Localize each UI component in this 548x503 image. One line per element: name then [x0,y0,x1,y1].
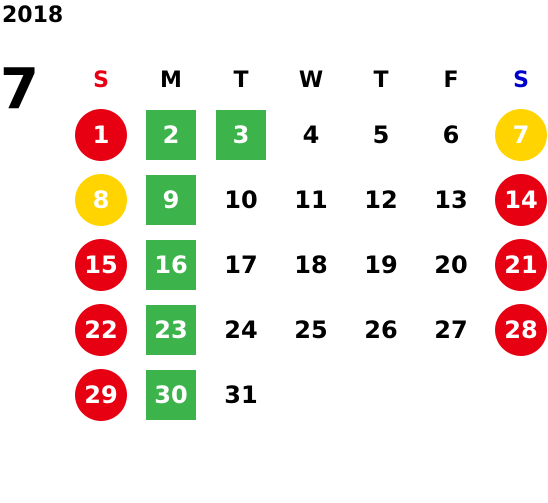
weekday-cell-sunday: S [66,60,136,102]
day-number: 29 [75,368,127,421]
day-cell[interactable]: 29 [66,362,136,427]
day-cell[interactable]: 24 [206,297,276,362]
day-number: 14 [495,173,547,226]
day-cell[interactable]: 9 [136,167,206,232]
weekday-label-sunday: S [93,68,109,93]
day-cell[interactable]: 14 [486,167,548,232]
weekday-label-monday: M [160,68,182,93]
day-cell[interactable]: 2 [136,102,206,167]
day-cell[interactable]: 25 [276,297,346,362]
day-cell[interactable]: 23 [136,297,206,362]
day-cell[interactable]: 15 [66,232,136,297]
weekday-label-tuesday: T [233,68,249,93]
day-number: 24 [224,315,258,344]
day-cell[interactable]: 5 [346,102,416,167]
day-cell[interactable]: 16 [136,232,206,297]
day-number: 8 [75,173,127,226]
month-number: 7 [0,57,39,122]
day-number: 13 [434,185,468,214]
day-cell[interactable]: 19 [346,232,416,297]
day-cell[interactable]: 8 [66,167,136,232]
day-cell[interactable]: 13 [416,167,486,232]
day-cell[interactable]: 11 [276,167,346,232]
week-row: 22 23 24 25 26 27 28 [66,297,548,362]
day-cell[interactable]: 1 [66,102,136,167]
day-number: 21 [495,238,547,291]
day-number: 27 [434,315,468,344]
day-number: 31 [224,380,258,409]
day-number: 6 [442,120,460,149]
day-number: 23 [146,304,196,355]
day-cell[interactable]: 18 [276,232,346,297]
day-cell[interactable]: 17 [206,232,276,297]
day-number: 17 [224,250,258,279]
day-cell[interactable]: 21 [486,232,548,297]
day-number: 20 [434,250,468,279]
day-cell[interactable]: 20 [416,232,486,297]
day-cell[interactable]: 3 [206,102,276,167]
day-cell[interactable]: 6 [416,102,486,167]
weekday-cell-thursday: T [346,60,416,102]
year-label: 2018 [2,3,64,28]
weekday-cell-monday: M [136,60,206,102]
day-number: 9 [146,174,196,225]
day-number: 19 [364,250,398,279]
weekday-cell-saturday: S [486,60,548,102]
weekday-cell-friday: F [416,60,486,102]
day-cell[interactable]: 10 [206,167,276,232]
week-row: 29 30 31 [66,362,548,427]
day-cell[interactable]: 22 [66,297,136,362]
day-number: 10 [224,185,258,214]
day-number: 1 [75,108,127,161]
day-number: 22 [75,303,127,356]
weekday-label-saturday: S [513,68,529,93]
day-number: 18 [294,250,328,279]
weekday-cell-wednesday: W [276,60,346,102]
day-cell[interactable]: 28 [486,297,548,362]
day-number: 2 [146,109,196,160]
day-cell[interactable]: 31 [206,362,276,427]
day-number: 12 [364,185,398,214]
weekday-cell-tuesday: T [206,60,276,102]
day-number: 11 [294,185,328,214]
day-number: 16 [146,239,196,290]
day-cell[interactable]: 30 [136,362,206,427]
day-number: 26 [364,315,398,344]
day-cell[interactable]: 27 [416,297,486,362]
day-number: 25 [294,315,328,344]
day-cell[interactable]: 12 [346,167,416,232]
day-number: 30 [146,369,196,420]
week-row: 15 16 17 18 19 20 21 [66,232,548,297]
day-number: 3 [216,109,266,160]
day-cell[interactable]: 26 [346,297,416,362]
day-cell[interactable]: 4 [276,102,346,167]
day-number: 28 [495,303,547,356]
day-number: 7 [495,108,547,161]
weekday-label-wednesday: W [298,68,324,93]
day-number: 5 [372,120,390,149]
day-cell[interactable]: 7 [486,102,548,167]
day-number: 15 [75,238,127,291]
day-number: 4 [302,120,320,149]
weekday-label-friday: F [443,68,459,93]
weekday-label-thursday: T [373,68,389,93]
